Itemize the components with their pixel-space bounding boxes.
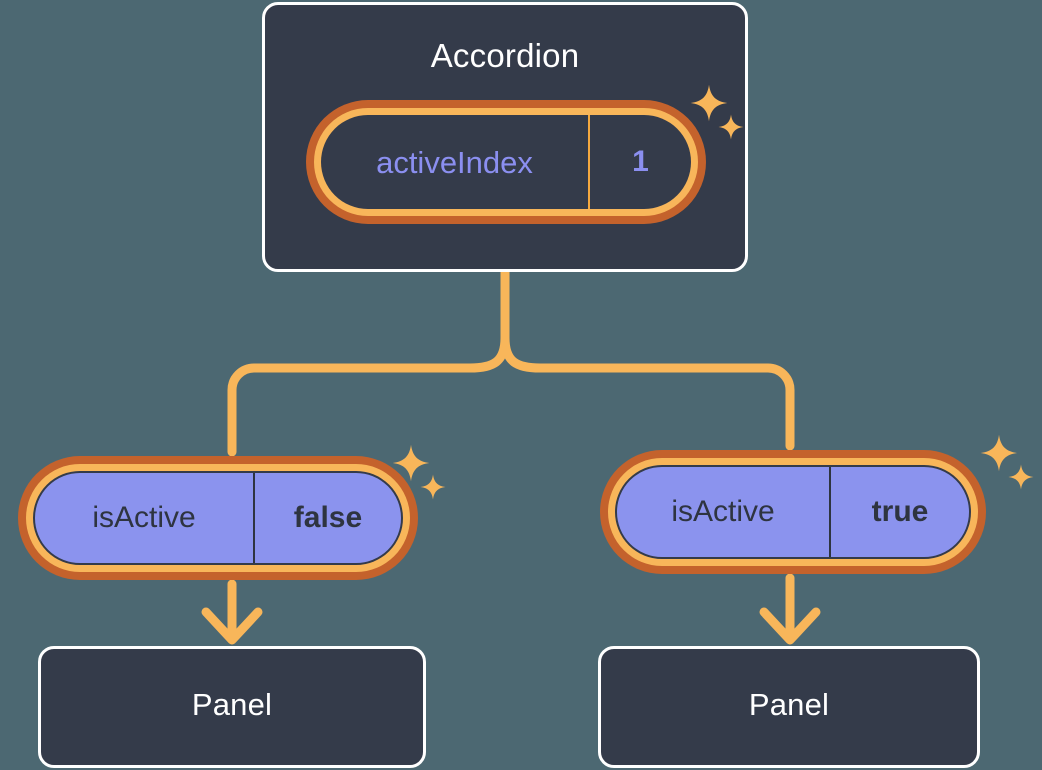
- sparkle-four-point-star: [980, 434, 1018, 472]
- state-badge-isactive-right[interactable]: isActive true: [600, 450, 986, 574]
- page-title: Accordion: [430, 37, 580, 74]
- arrow-down-icon: [201, 607, 263, 645]
- state-badge-core: isActive false: [33, 471, 403, 565]
- panel-title: Panel: [748, 687, 830, 722]
- sparkle-four-point-star-small: [420, 474, 446, 500]
- state-badge-core: activeIndex 1: [321, 115, 691, 209]
- connector-branch-right: [500, 333, 795, 451]
- panel-component-left[interactable]: Panel: [38, 646, 426, 768]
- connector-branch-left: [227, 333, 510, 457]
- panel-title: Panel: [191, 687, 273, 722]
- state-badge-ring: activeIndex 1: [314, 108, 698, 216]
- state-badge-isactive-left[interactable]: isActive false: [18, 456, 418, 580]
- state-badge-core: isActive true: [615, 465, 971, 559]
- sparkle-group-right: [980, 434, 1042, 498]
- panel-component-right[interactable]: Panel: [598, 646, 980, 768]
- state-value-label: true: [871, 495, 929, 528]
- state-badge-activeindex[interactable]: activeIndex 1: [306, 100, 706, 224]
- state-key-label: isActive: [35, 473, 255, 563]
- state-key-label: isActive: [617, 467, 831, 557]
- state-badge-ring: isActive true: [608, 458, 978, 566]
- sparkle-four-point-star-small: [1008, 464, 1034, 490]
- state-badge-ring: isActive false: [26, 464, 410, 572]
- state-value-label: 1: [632, 145, 649, 178]
- arrow-down-icon: [759, 607, 821, 645]
- state-key-label: activeIndex: [321, 115, 590, 209]
- state-value-label: false: [293, 501, 363, 534]
